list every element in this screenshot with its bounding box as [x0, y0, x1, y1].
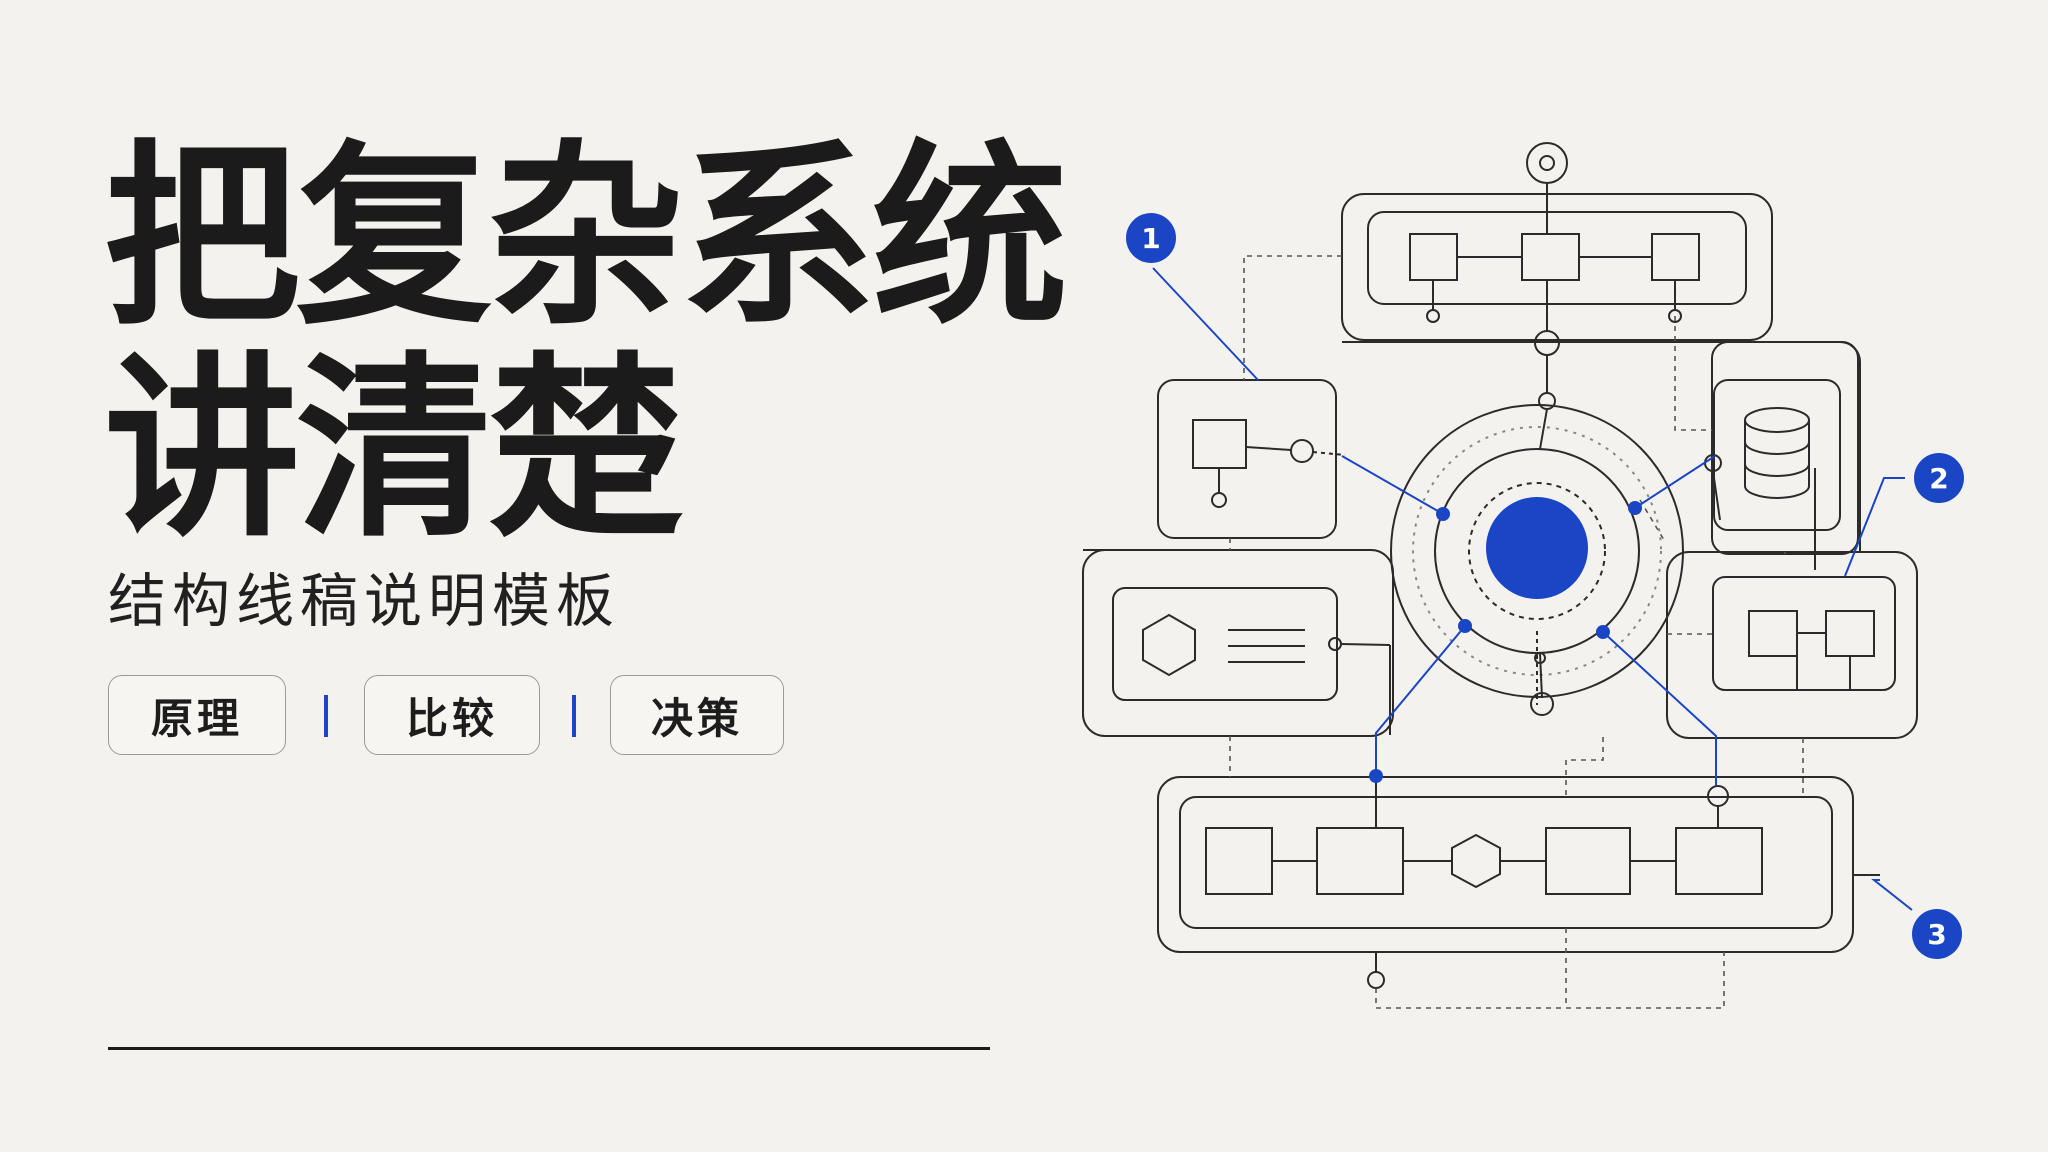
top-module — [1341, 142, 1773, 410]
svg-text:2: 2 — [1929, 462, 1948, 495]
right-upper-module — [1704, 341, 1859, 570]
bottom-rule — [108, 1047, 990, 1050]
right-lower-module — [1666, 551, 1918, 739]
core-node — [1486, 497, 1588, 599]
left-middle-module — [1082, 549, 1394, 737]
callout-2: 2 — [1914, 453, 1964, 503]
accent-nodes — [1369, 501, 1642, 783]
callout-1: 1 — [1126, 213, 1176, 263]
svg-text:3: 3 — [1927, 918, 1946, 951]
accent-connectors — [1152, 267, 1913, 911]
tag-separator — [572, 695, 576, 737]
callout-3: 3 — [1912, 909, 1962, 959]
title-line-1: 把复杂系统 — [104, 124, 1068, 352]
tag-separator — [324, 695, 328, 737]
bottom-module — [1157, 776, 1854, 989]
tag-principle[interactable]: 原理 — [108, 675, 286, 755]
svg-text:1: 1 — [1141, 222, 1160, 255]
title-line-2: 讲清楚 — [104, 336, 684, 564]
subtitle: 结构线稿说明模板 — [108, 567, 621, 635]
tag-decision[interactable]: 决策 — [610, 675, 784, 755]
dashed-connections — [1229, 255, 1804, 1009]
left-upper-module — [1157, 379, 1346, 539]
central-ring — [1390, 404, 1684, 716]
tag-compare[interactable]: 比较 — [364, 675, 540, 755]
